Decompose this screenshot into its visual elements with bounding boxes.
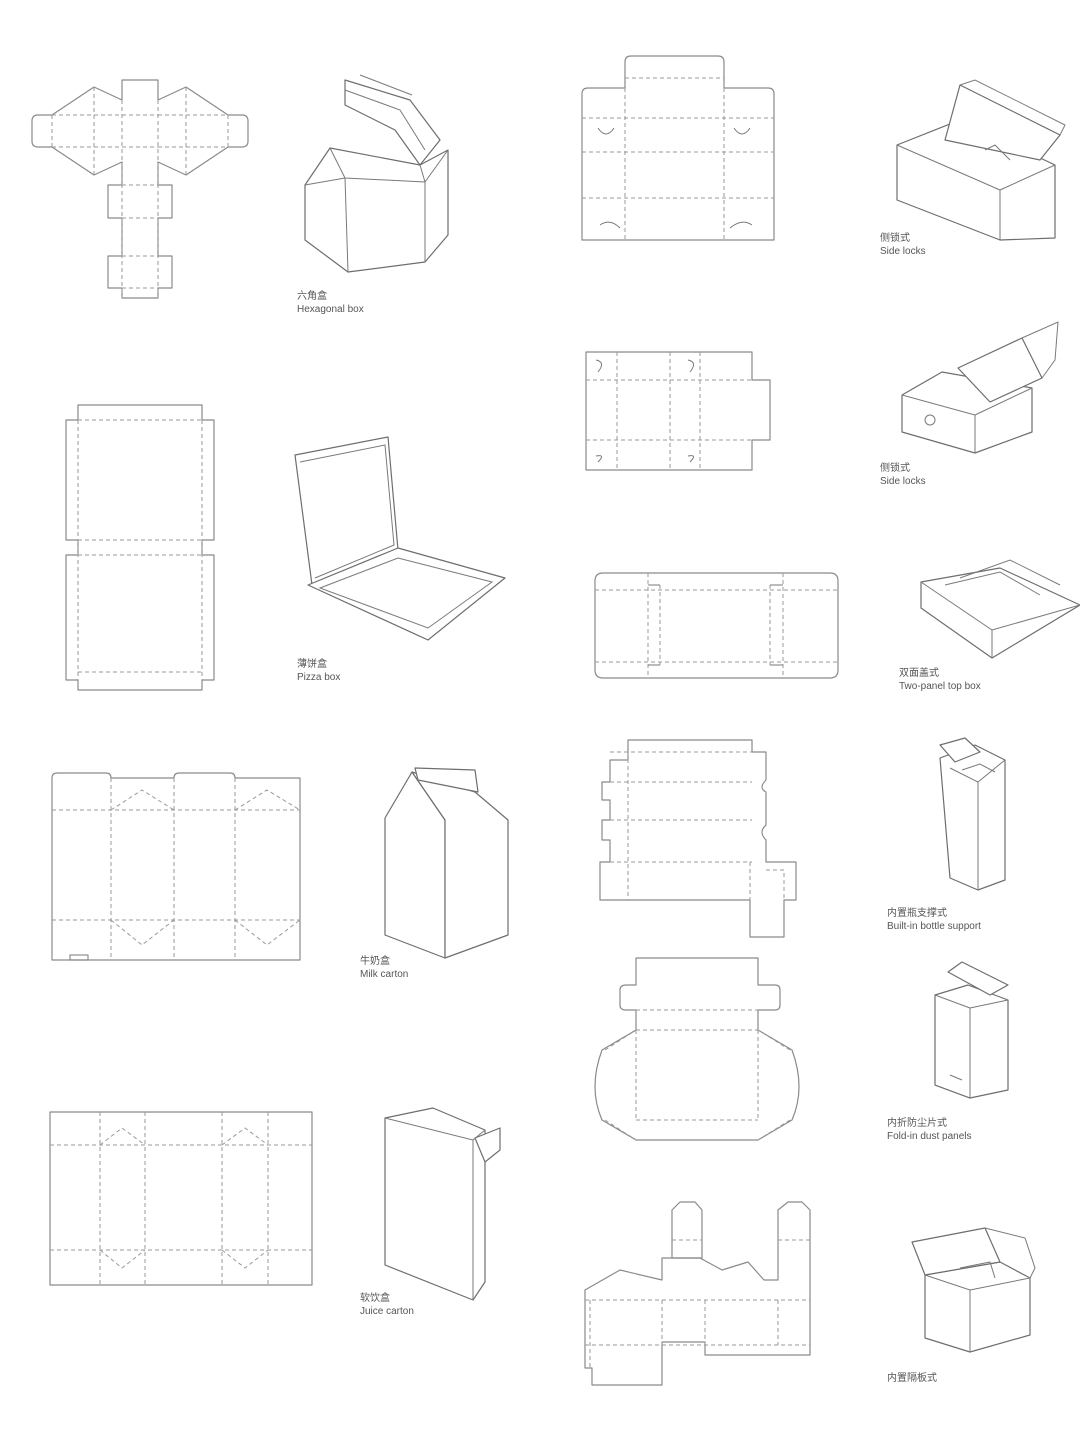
box-side-locks-1-3d <box>896 79 1066 241</box>
caption-two-panel-top: 双面盖式 Two-panel top box <box>899 667 981 693</box>
caption-en: Built-in bottle support <box>887 921 981 932</box>
caption-cn: 内置隔板式 <box>887 1373 937 1384</box>
caption-en: Fold-in dust panels <box>887 1131 972 1142</box>
caption-en: Milk carton <box>360 969 409 980</box>
box-bottle-support-3d <box>939 737 1006 891</box>
dieline-bottle-support <box>599 739 797 938</box>
box-two-panel-top-3d <box>920 559 1080 659</box>
caption-en: Two-panel top box <box>899 681 981 692</box>
caption-cn: 侧锁式 <box>880 463 910 474</box>
caption-cn: 六角盒 <box>297 291 327 302</box>
dieline-side-locks-1 <box>581 55 775 241</box>
dieline-hexagonal-box <box>31 79 249 299</box>
caption-hexagonal-box: 六角盒 Hexagonal box <box>297 290 364 316</box>
caption-milk-carton: 牛奶盒 Milk carton <box>360 955 408 981</box>
dieline-milk-carton <box>51 772 301 961</box>
box-fold-in-dust-3d <box>934 961 1009 1099</box>
caption-side-locks-2: 侧锁式 Side locks <box>880 462 926 488</box>
dieline-two-panel-top <box>594 572 839 679</box>
caption-en: Side locks <box>880 476 926 487</box>
box-juice-carton-3d <box>384 1107 501 1301</box>
caption-en: Pizza box <box>297 672 341 683</box>
dieline-built-in-divider <box>584 1201 811 1386</box>
caption-en: Side locks <box>880 246 926 257</box>
caption-cn: 侧锁式 <box>880 233 910 244</box>
box-milk-carton-3d <box>384 767 509 959</box>
caption-en: Hexagonal box <box>297 304 364 315</box>
caption-juice-carton: 软饮盒 Juice carton <box>360 1292 414 1318</box>
dieline-juice-carton <box>49 1111 313 1286</box>
dieline-pizza-box <box>65 404 215 691</box>
box-built-in-divider-3d <box>911 1227 1036 1353</box>
caption-cn: 双面盖式 <box>899 668 939 679</box>
caption-pizza-box: 薄饼盒 Pizza box <box>297 658 340 684</box>
caption-cn: 内折防尘片式 <box>887 1118 947 1129</box>
caption-built-in-divider: 内置隔板式 <box>887 1372 937 1385</box>
caption-en: Juice carton <box>360 1306 414 1317</box>
caption-side-locks-1: 侧锁式 Side locks <box>880 232 926 258</box>
dieline-side-locks-2 <box>585 351 771 471</box>
box-side-locks-2-3d <box>901 321 1059 454</box>
caption-cn: 薄饼盒 <box>297 659 327 670</box>
caption-fold-in-dust: 内折防尘片式 Fold-in dust panels <box>887 1117 972 1143</box>
box-pizza-3d <box>294 436 506 641</box>
caption-cn: 牛奶盒 <box>360 956 390 967</box>
caption-cn: 软饮盒 <box>360 1293 390 1304</box>
box-hexagonal-3d <box>304 74 449 273</box>
caption-bottle-support: 内置瓶支撑式 Built-in bottle support <box>887 907 981 933</box>
caption-cn: 内置瓶支撑式 <box>887 908 947 919</box>
dieline-fold-in-dust <box>594 957 800 1141</box>
